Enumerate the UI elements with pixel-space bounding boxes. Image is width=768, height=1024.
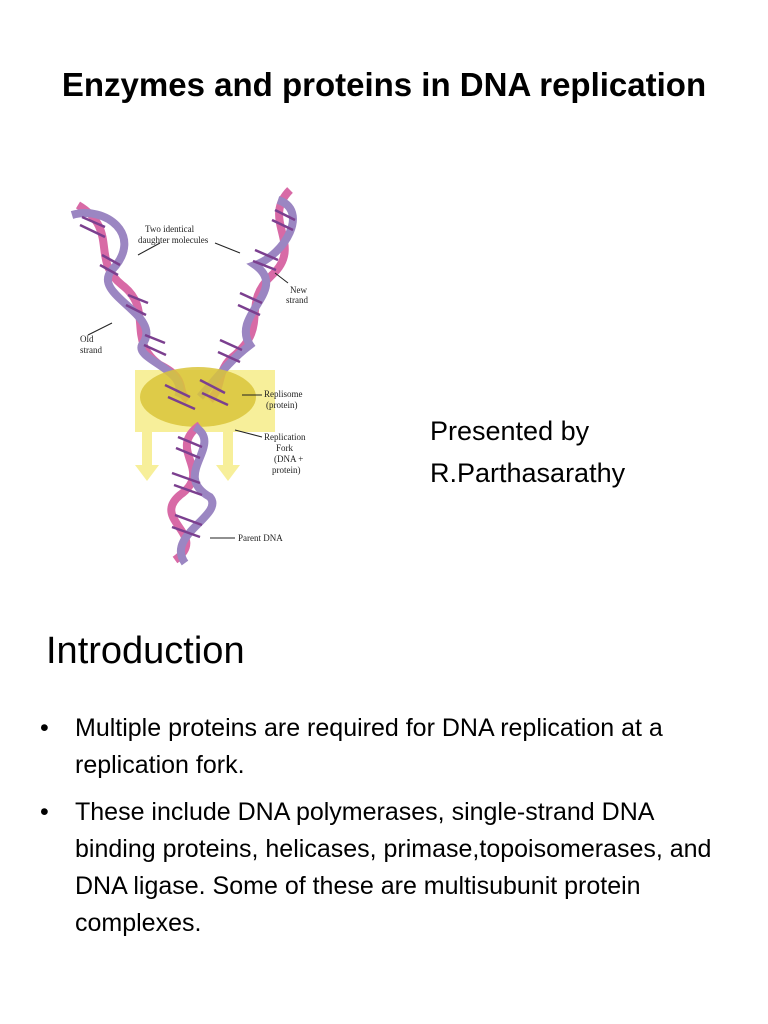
bullet-list: • Multiple proteins are required for DNA…: [40, 710, 740, 952]
replisome-arrowhead-left: [135, 465, 159, 481]
label-two-identical: Two identical: [145, 224, 195, 234]
label-new: New: [290, 285, 307, 295]
presenter-name: R.Parthasarathy: [430, 458, 626, 488]
label-replisome-protein: (protein): [266, 400, 298, 410]
bullet-icon: •: [40, 798, 49, 826]
bullet-text: Multiple proteins are required for DNA r…: [75, 714, 663, 779]
introduction-slide: Introduction • Multiple proteins are req…: [0, 600, 768, 1024]
title-slide: Enzymes and proteins in DNA replication: [50, 66, 707, 575]
replisome-arrowhead-right: [216, 465, 240, 481]
replisome-rungs: [164, 378, 229, 411]
label-arrows: [87, 242, 289, 539]
label-old: Old: [80, 334, 94, 344]
label-daughter-molecules: daughter molecules: [138, 235, 209, 245]
dna-replication-figure: Two identical daughter molecules New str…: [50, 175, 350, 575]
label-old-strand: strand: [80, 345, 102, 355]
bullet-item: • These include DNA polymerases, single-…: [40, 794, 740, 942]
bullet-text: These include DNA polymerases, single-st…: [75, 798, 712, 937]
presenter-block: Presented by R.Parthasarathy: [430, 410, 625, 494]
label-fork: Fork: [276, 443, 294, 453]
introduction-heading: Introduction: [46, 630, 245, 672]
presented-by-label: Presented by: [430, 416, 590, 446]
slide-title: Enzymes and proteins in DNA replication: [61, 66, 707, 103]
bullet-icon: •: [40, 714, 49, 742]
replisome-protein: [140, 367, 256, 427]
bullet-item: • Multiple proteins are required for DNA…: [40, 710, 740, 784]
label-parent-dna: Parent DNA: [238, 533, 283, 543]
replisome-arrow-right: [223, 432, 233, 467]
label-replisome: Replisome: [264, 389, 303, 399]
label-replication: Replication: [264, 432, 306, 442]
label-fork-protein: protein): [272, 465, 301, 475]
replisome-arrow-left: [142, 432, 152, 467]
dna-fork-illustration: Two identical daughter molecules New str…: [70, 187, 308, 566]
label-new-strand: strand: [286, 295, 308, 305]
label-dna-plus: (DNA +: [274, 454, 303, 464]
parent-helix: [167, 421, 217, 566]
